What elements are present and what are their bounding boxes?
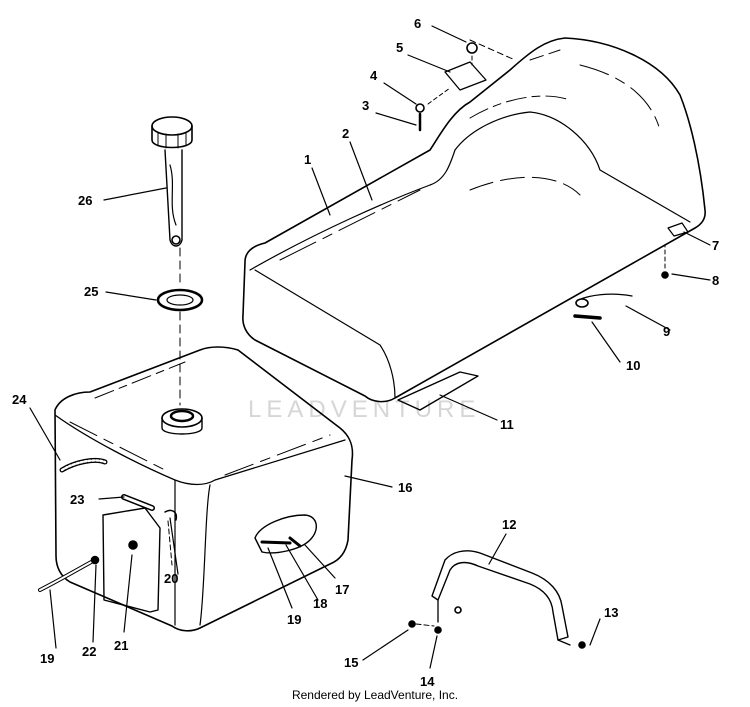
seat-bracket: [667, 222, 689, 237]
callout-labels: 1 2 3 4 5 6 7 8 9 10 11 12 13 14 15 16 1…: [12, 16, 719, 689]
strap-clip: [573, 314, 602, 320]
washer: [415, 103, 425, 113]
fuel-tank: [54, 346, 354, 632]
callout-22: 22: [82, 644, 96, 659]
callout-19-gauge: 19: [287, 612, 301, 627]
callout-14: 14: [420, 674, 435, 689]
callout-3: 3: [362, 98, 369, 113]
rear-bracket: [431, 550, 571, 646]
callout-11: 11: [500, 417, 514, 432]
callout-9: 9: [663, 324, 670, 339]
callout-23: 23: [70, 492, 84, 507]
gauge-plate: [254, 514, 317, 554]
callout-16: 16: [398, 480, 412, 495]
callout-18: 18: [313, 596, 327, 611]
seat-pan: [397, 371, 479, 411]
seat: [242, 37, 706, 403]
fuel-cap: [151, 116, 193, 247]
callout-8: 8: [712, 273, 719, 288]
callout-2: 2: [342, 126, 349, 141]
callout-15: 15: [344, 655, 358, 670]
callout-19-line: 19: [40, 651, 54, 666]
callout-24: 24: [12, 392, 27, 407]
callout-10: 10: [626, 358, 640, 373]
callout-13: 13: [604, 605, 618, 620]
nut: [466, 42, 478, 54]
callout-1: 1: [304, 152, 311, 167]
callout-26: 26: [78, 193, 92, 208]
callout-17: 17: [335, 582, 349, 597]
callout-20: 20: [164, 571, 178, 586]
callout-21: 21: [114, 638, 128, 653]
callout-4: 4: [370, 68, 378, 83]
callout-6: 6: [414, 16, 421, 31]
callout-12: 12: [502, 517, 516, 532]
hinge-bracket: [444, 61, 487, 91]
callout-5: 5: [396, 40, 403, 55]
gasket: [156, 288, 204, 312]
footer-credit: Rendered by LeadVenture, Inc.: [291, 688, 459, 702]
strap: [577, 293, 633, 301]
callout-25: 25: [84, 284, 98, 299]
callout-7: 7: [712, 238, 719, 253]
